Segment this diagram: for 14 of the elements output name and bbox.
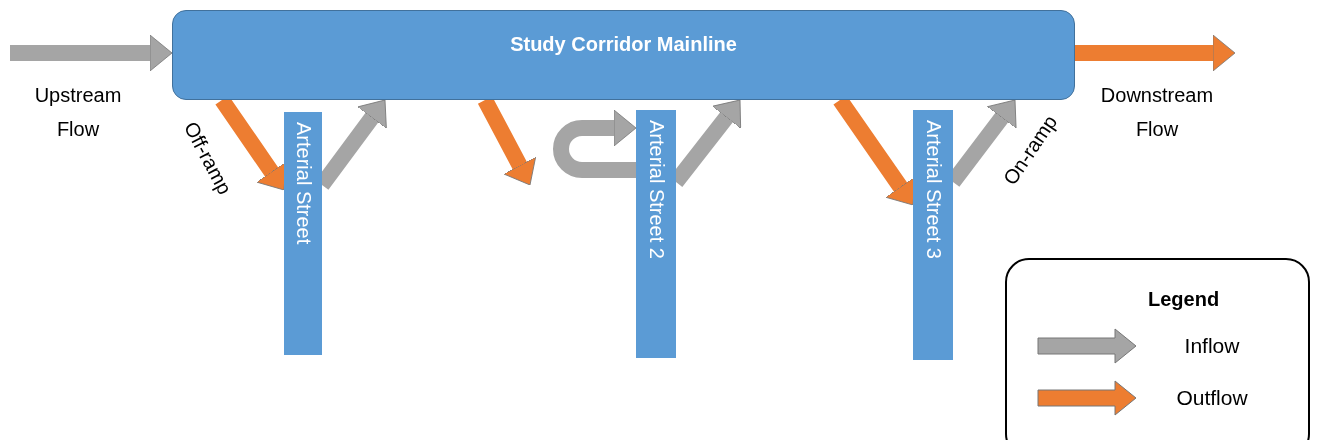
street-label: Arterial Street [291,122,315,247]
legend-label: Inflow [1183,334,1241,358]
block-arrow [553,109,637,178]
mainline-box [172,10,1075,100]
legend-title: Legend [1148,288,1220,311]
street-label: Arterial Street 3 [921,120,945,261]
block-arrow [1075,34,1236,72]
legend-label: Outflow [1175,386,1249,410]
mainline-label: Study Corridor Mainline [510,33,737,56]
street-bar [636,110,676,358]
street-bar [284,112,322,355]
block-arrow [10,34,173,72]
street-bar [913,110,953,360]
street-label: Arterial Street 2 [644,120,668,261]
